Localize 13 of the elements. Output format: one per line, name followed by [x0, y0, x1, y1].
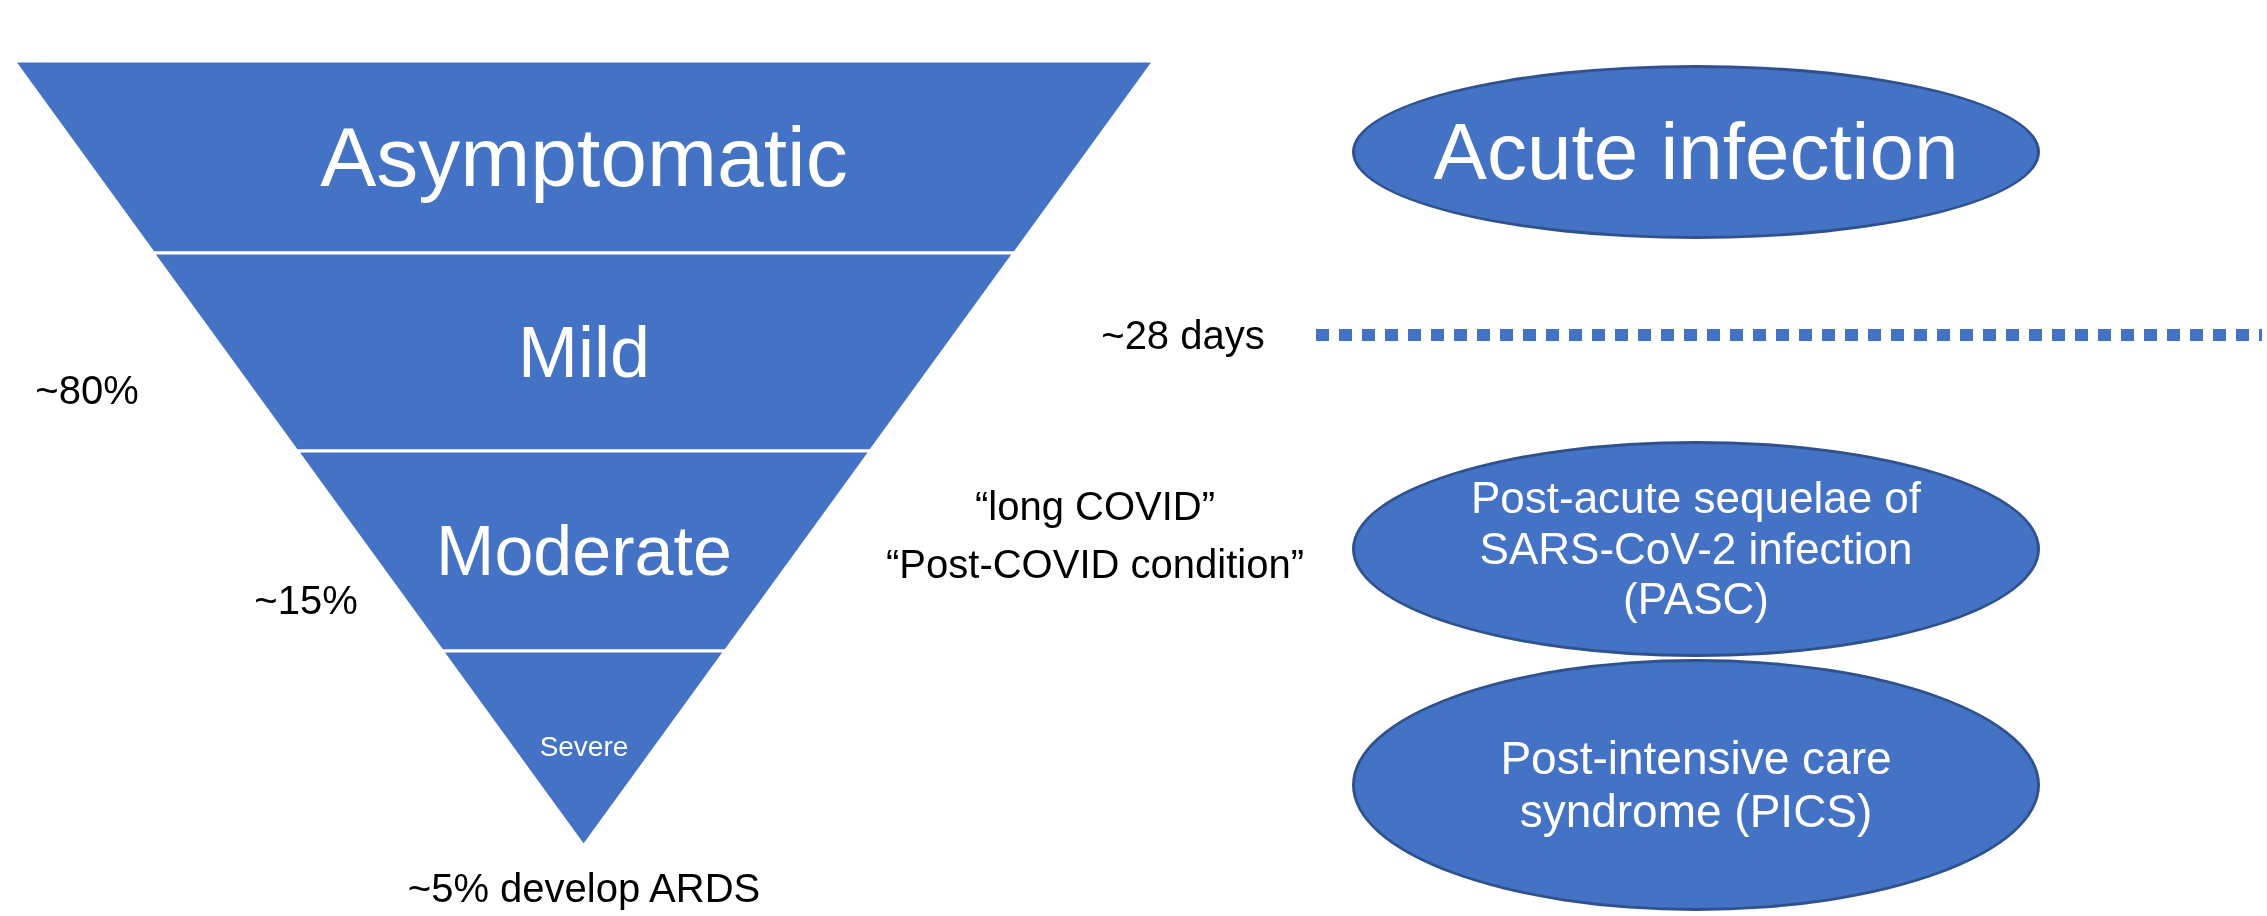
percentage-label: ~5% develop ARDS [407, 865, 761, 911]
node-label: Mild [518, 310, 650, 394]
node-label: Post-intensive care syndrome (PICS) [1499, 732, 1893, 838]
quote-label: “Post-COVID condition” [886, 541, 1304, 587]
percentage-label: ~80% [35, 367, 139, 413]
node-label: Severe [539, 731, 629, 764]
duration-label: ~28 days [1101, 312, 1265, 358]
node-label: Post-acute sequelae of SARS-CoV-2 infection (PASC) [1469, 473, 1923, 625]
node-label: Moderate [436, 510, 732, 592]
node-label: Asymptomatic [320, 108, 848, 206]
percentage-label: ~15% [254, 577, 358, 623]
node-label: Acute infection [1433, 106, 1959, 198]
quote-label: “long COVID” [974, 483, 1216, 529]
